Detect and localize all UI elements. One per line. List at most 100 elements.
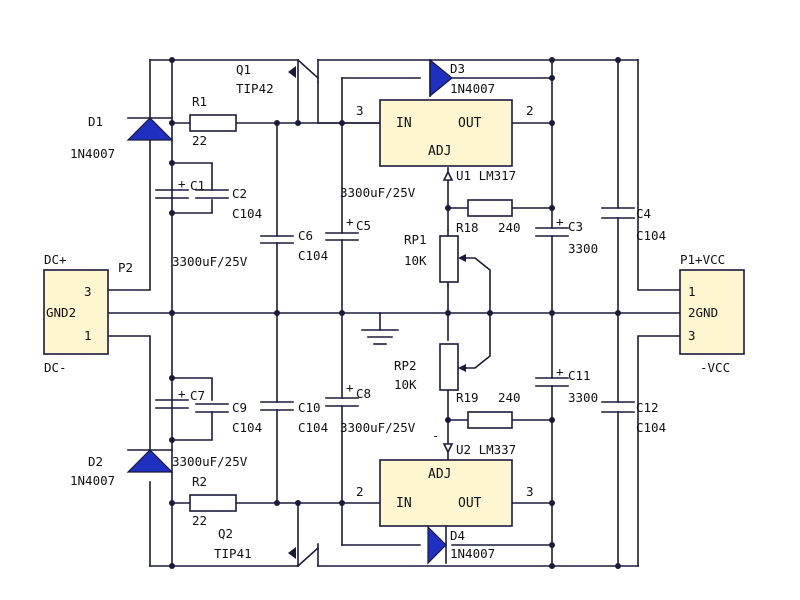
label-r19-val: 240	[498, 390, 521, 405]
transistor-q2-arrow	[288, 547, 296, 559]
label-u1-pin3: 3	[356, 103, 364, 118]
label-c4: C4	[636, 206, 651, 221]
label-d1: D1	[88, 114, 103, 129]
diode-d3	[429, 58, 453, 98]
label-c5-plus: +	[346, 214, 354, 229]
label-dc-minus: DC-	[44, 360, 67, 375]
label-u1-adj: ADJ	[428, 144, 451, 159]
label-r18-val: 240	[498, 220, 521, 235]
connector-p1	[679, 269, 745, 355]
connector-p2	[43, 269, 109, 355]
pot-rp1	[439, 235, 459, 283]
label-u1-in: IN	[396, 116, 412, 131]
label-c7-val: 3300uF/25V	[172, 454, 248, 469]
label-c7-plus: +	[178, 386, 186, 401]
label-rp1-val: 10K	[404, 253, 427, 268]
label-c5: C5	[356, 218, 371, 233]
label-p2: P2	[118, 260, 133, 275]
label-r18: R18	[456, 220, 479, 235]
label-u2-pin3: 3	[526, 484, 534, 499]
label-p1-pin3: 3	[688, 328, 696, 343]
ic-u1-lm317	[379, 99, 513, 167]
label-r19: R19	[456, 390, 479, 405]
label-c11-plus: +	[556, 364, 564, 379]
label-p2-pin3: 3	[84, 284, 92, 299]
label-c3-plus: +	[556, 214, 564, 229]
label-d4: D4	[450, 528, 465, 543]
junction-dots	[169, 57, 621, 569]
label-r2: R2	[192, 474, 207, 489]
label-u2-pin2: 2	[356, 484, 364, 499]
diode-d1	[126, 117, 174, 141]
label-u2: U2 LM337	[456, 442, 516, 457]
label-c12: C12	[636, 400, 659, 415]
label-d4-type: 1N4007	[450, 546, 495, 561]
label-c1: C1	[190, 178, 205, 193]
label-p1: P1+VCC	[680, 252, 725, 267]
label-c11-val: 3300	[568, 390, 598, 405]
label-c1-plus: +	[178, 176, 186, 191]
label-u2-minus: -	[432, 428, 440, 443]
label-c8: C8	[356, 386, 371, 401]
label-c8-plus: +	[346, 380, 354, 395]
label-u1: U1 LM317	[456, 168, 516, 183]
label-c6: C6	[298, 228, 313, 243]
resistor-r18	[467, 199, 513, 217]
label-d3-type: 1N4007	[450, 81, 495, 96]
label-c11: C11	[568, 368, 591, 383]
label-r1: R1	[192, 94, 207, 109]
label-c8-val: 3300uF/25V	[340, 420, 416, 435]
label-p1-gnd: 2GND	[688, 305, 718, 320]
resistor-r1	[189, 114, 237, 132]
u1-adj-arrow	[442, 170, 454, 181]
label-d3: D3	[450, 61, 465, 76]
label-c3: C3	[568, 219, 583, 234]
label-c6-val: C104	[298, 248, 328, 263]
label-c2: C2	[232, 186, 247, 201]
pot-rp2-wiper	[458, 364, 466, 372]
label-d2-type: 1N4007	[70, 473, 115, 488]
label-c9: C9	[232, 400, 247, 415]
diode-d4	[427, 525, 447, 565]
label-q2-type: TIP41	[214, 546, 252, 561]
label-q1: Q1	[236, 62, 251, 77]
ic-u2-lm337	[379, 459, 513, 527]
label-rp2: RP2	[394, 358, 417, 373]
label-r2-val: 22	[192, 513, 207, 528]
label-u1-out: OUT	[458, 116, 482, 131]
label-p2-pin1: 1	[84, 328, 92, 343]
pot-rp1-wiper	[458, 254, 466, 262]
label-q1-type: TIP42	[236, 81, 274, 96]
label-u2-out: OUT	[458, 496, 482, 511]
label-rp1: RP1	[404, 232, 427, 247]
label-c4-val: C104	[636, 228, 666, 243]
label-u1-pin2: 2	[526, 103, 534, 118]
u2-adj-arrow	[442, 443, 454, 454]
capacitor-plates	[155, 189, 635, 413]
label-q2: Q2	[218, 526, 233, 541]
label-c5-val: 3300uF/25V	[340, 185, 416, 200]
label-c2-val: C104	[232, 206, 262, 221]
label-c9-val: C104	[232, 420, 262, 435]
label-r1-val: 22	[192, 133, 207, 148]
label-rp2-val: 10K	[394, 377, 417, 392]
label-c3-val: 3300	[568, 241, 598, 256]
transistor-q1-arrow	[288, 66, 296, 78]
label-p2-gnd: GND2	[46, 305, 76, 320]
label-c12-val: C104	[636, 420, 666, 435]
pot-rp2	[439, 343, 459, 391]
label-minus-vcc: -VCC	[700, 360, 730, 375]
wiring	[107, 58, 681, 568]
label-c10-val: C104	[298, 420, 328, 435]
label-c7: C7	[190, 388, 205, 403]
label-u2-adj: ADJ	[428, 467, 451, 482]
label-c10: C10	[298, 400, 321, 415]
label-c1-val: 3300uF/25V	[172, 254, 248, 269]
label-d1-type: 1N4007	[70, 146, 115, 161]
label-p1-pin1: 1	[688, 284, 696, 299]
resistor-r2	[189, 494, 237, 512]
label-d2: D2	[88, 454, 103, 469]
label-u2-in: IN	[396, 496, 412, 511]
diode-d2	[126, 449, 174, 473]
